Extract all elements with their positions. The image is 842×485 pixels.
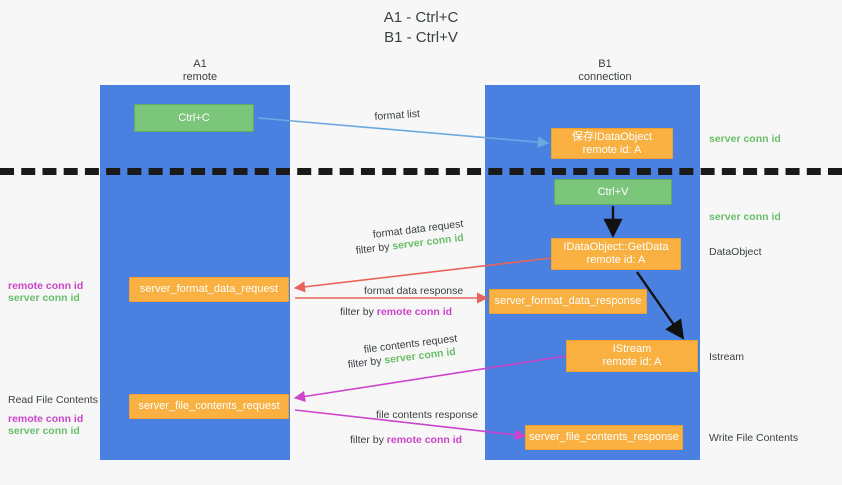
- box-server-file-contents-response[interactable]: server_file_contents_response: [525, 425, 683, 450]
- lane-header-b1: B1 connection: [578, 58, 632, 83]
- box-server-file-contents-request[interactable]: server_file_contents_request: [129, 394, 289, 419]
- box-server-format-data-request[interactable]: server_format_data_request: [129, 277, 289, 302]
- right-note-server-conn-id-top: server conn id: [709, 133, 781, 145]
- left-note-remote-conn-id-2: remote conn id: [8, 413, 84, 425]
- left-note-server-conn-id-2: server conn id: [8, 425, 80, 437]
- right-note-write-file-contents: Write File Contents: [709, 432, 799, 444]
- filter-prefix: filter by: [347, 354, 386, 371]
- edge-label-file-contents-response-filter: filter by remote conn id: [350, 433, 462, 448]
- filter-prefix: filter by: [355, 240, 394, 257]
- right-note-istream: Istream: [709, 351, 745, 363]
- edge-label-format-data-response-filter: filter by remote conn id: [340, 305, 452, 320]
- filter-prefix: filter by: [340, 306, 377, 318]
- box-save-idataobject[interactable]: 保存IDataObject remote id: A: [551, 128, 673, 159]
- box-istream[interactable]: IStream remote id: A: [566, 340, 698, 372]
- filter-prefix: filter by: [350, 434, 387, 446]
- filter-value-remote-conn-id: remote conn id: [376, 306, 453, 318]
- box-server-format-data-response[interactable]: server_format_data_response: [489, 289, 647, 314]
- edge-label-file-contents-response: file contents response: [376, 409, 479, 421]
- right-note-server-conn-id-mid: server conn id: [709, 211, 781, 223]
- page-title: A1 - Ctrl+C B1 - Ctrl+V: [383, 9, 459, 46]
- right-note-dataobject: DataObject: [709, 246, 762, 258]
- left-note-read-file-contents: Read File Contents: [8, 394, 98, 406]
- edge-label-format-data-response: format data response: [364, 285, 464, 297]
- phase-divider: [0, 168, 842, 175]
- box-idataobject-getdata[interactable]: IDataObject::GetData remote id: A: [551, 238, 681, 270]
- box-ctrl-v[interactable]: Ctrl+V: [554, 179, 672, 205]
- edge-label-format-list: format list: [374, 107, 421, 123]
- left-note-remote-conn-id-1: remote conn id: [8, 280, 84, 292]
- lane-header-a1: A1 remote: [182, 58, 218, 83]
- left-note-server-conn-id-1: server conn id: [8, 292, 80, 304]
- filter-value-remote-conn-id: remote conn id: [386, 434, 463, 446]
- box-ctrl-c[interactable]: Ctrl+C: [134, 104, 254, 132]
